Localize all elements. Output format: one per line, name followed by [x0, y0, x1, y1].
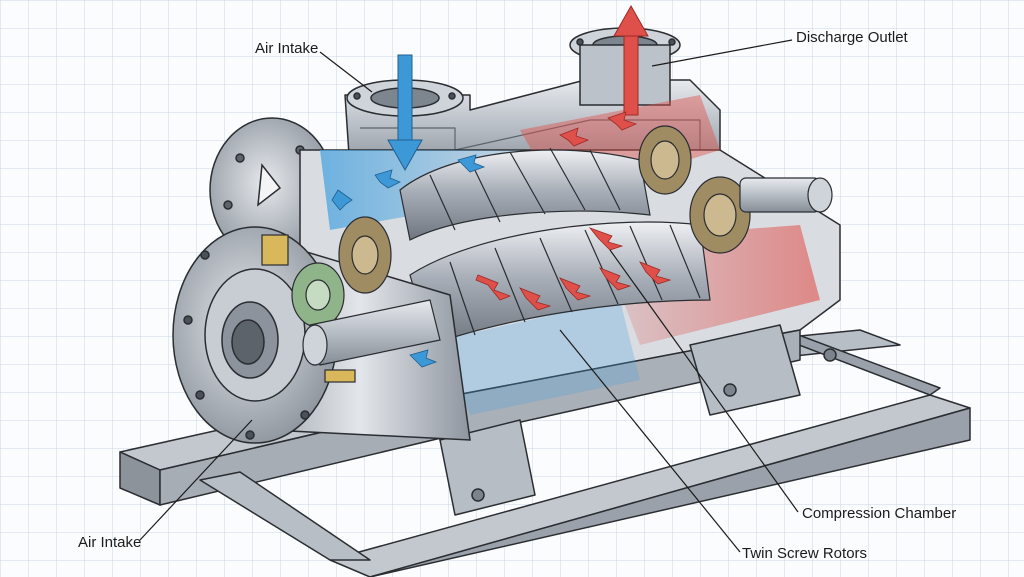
discharge-arrows: [559, 4, 649, 147]
blue-chevron-arrow-icon: [374, 169, 401, 189]
compression-arrows: [475, 227, 672, 311]
intake-arrows: [331, 54, 486, 368]
red-chevron-arrow-icon: [588, 227, 624, 251]
front-flange: [172, 226, 471, 444]
support-feet: [439, 324, 837, 516]
red-chevron-arrow-icon: [559, 127, 590, 147]
blue-down-arrow-icon: [387, 54, 423, 172]
leader-air-intake-bottom: [139, 419, 253, 541]
label-air-intake-bottom: Air Intake: [78, 534, 142, 551]
leader-compression: [609, 249, 799, 513]
blue-chevron-arrow-icon: [331, 189, 353, 211]
leader-twin-rotors: [559, 329, 741, 553]
label-discharge-outlet: Discharge Outlet: [796, 29, 908, 46]
red-chevron-arrow-icon: [519, 287, 552, 311]
leader-discharge: [651, 39, 793, 67]
red-chevron-arrow-icon: [607, 111, 638, 131]
lower-screw-rotor: [409, 221, 711, 346]
input-shaft: [302, 299, 441, 366]
bearings-left: [261, 216, 392, 383]
leader-air-intake-top: [319, 51, 373, 93]
red-chevron-arrow-icon: [639, 261, 672, 285]
red-up-arrow-icon: [613, 4, 649, 116]
drive-shaft: [739, 177, 833, 213]
red-chevron-arrow-icon: [559, 277, 592, 301]
red-chevron-arrow-icon: [475, 274, 512, 301]
label-compression-chamber: Compression Chamber: [802, 505, 957, 522]
timing-gears-right: [638, 125, 751, 254]
intake-air-lower: [440, 300, 640, 415]
blue-chevron-arrow-icon: [457, 154, 486, 173]
label-air-intake-top: Air Intake: [255, 40, 319, 57]
red-chevron-arrow-icon: [599, 267, 632, 291]
leader-lines: [139, 39, 799, 553]
label-twin-screw-rotors: Twin Screw Rotors: [742, 545, 868, 562]
blue-chevron-arrow-icon: [409, 349, 438, 368]
